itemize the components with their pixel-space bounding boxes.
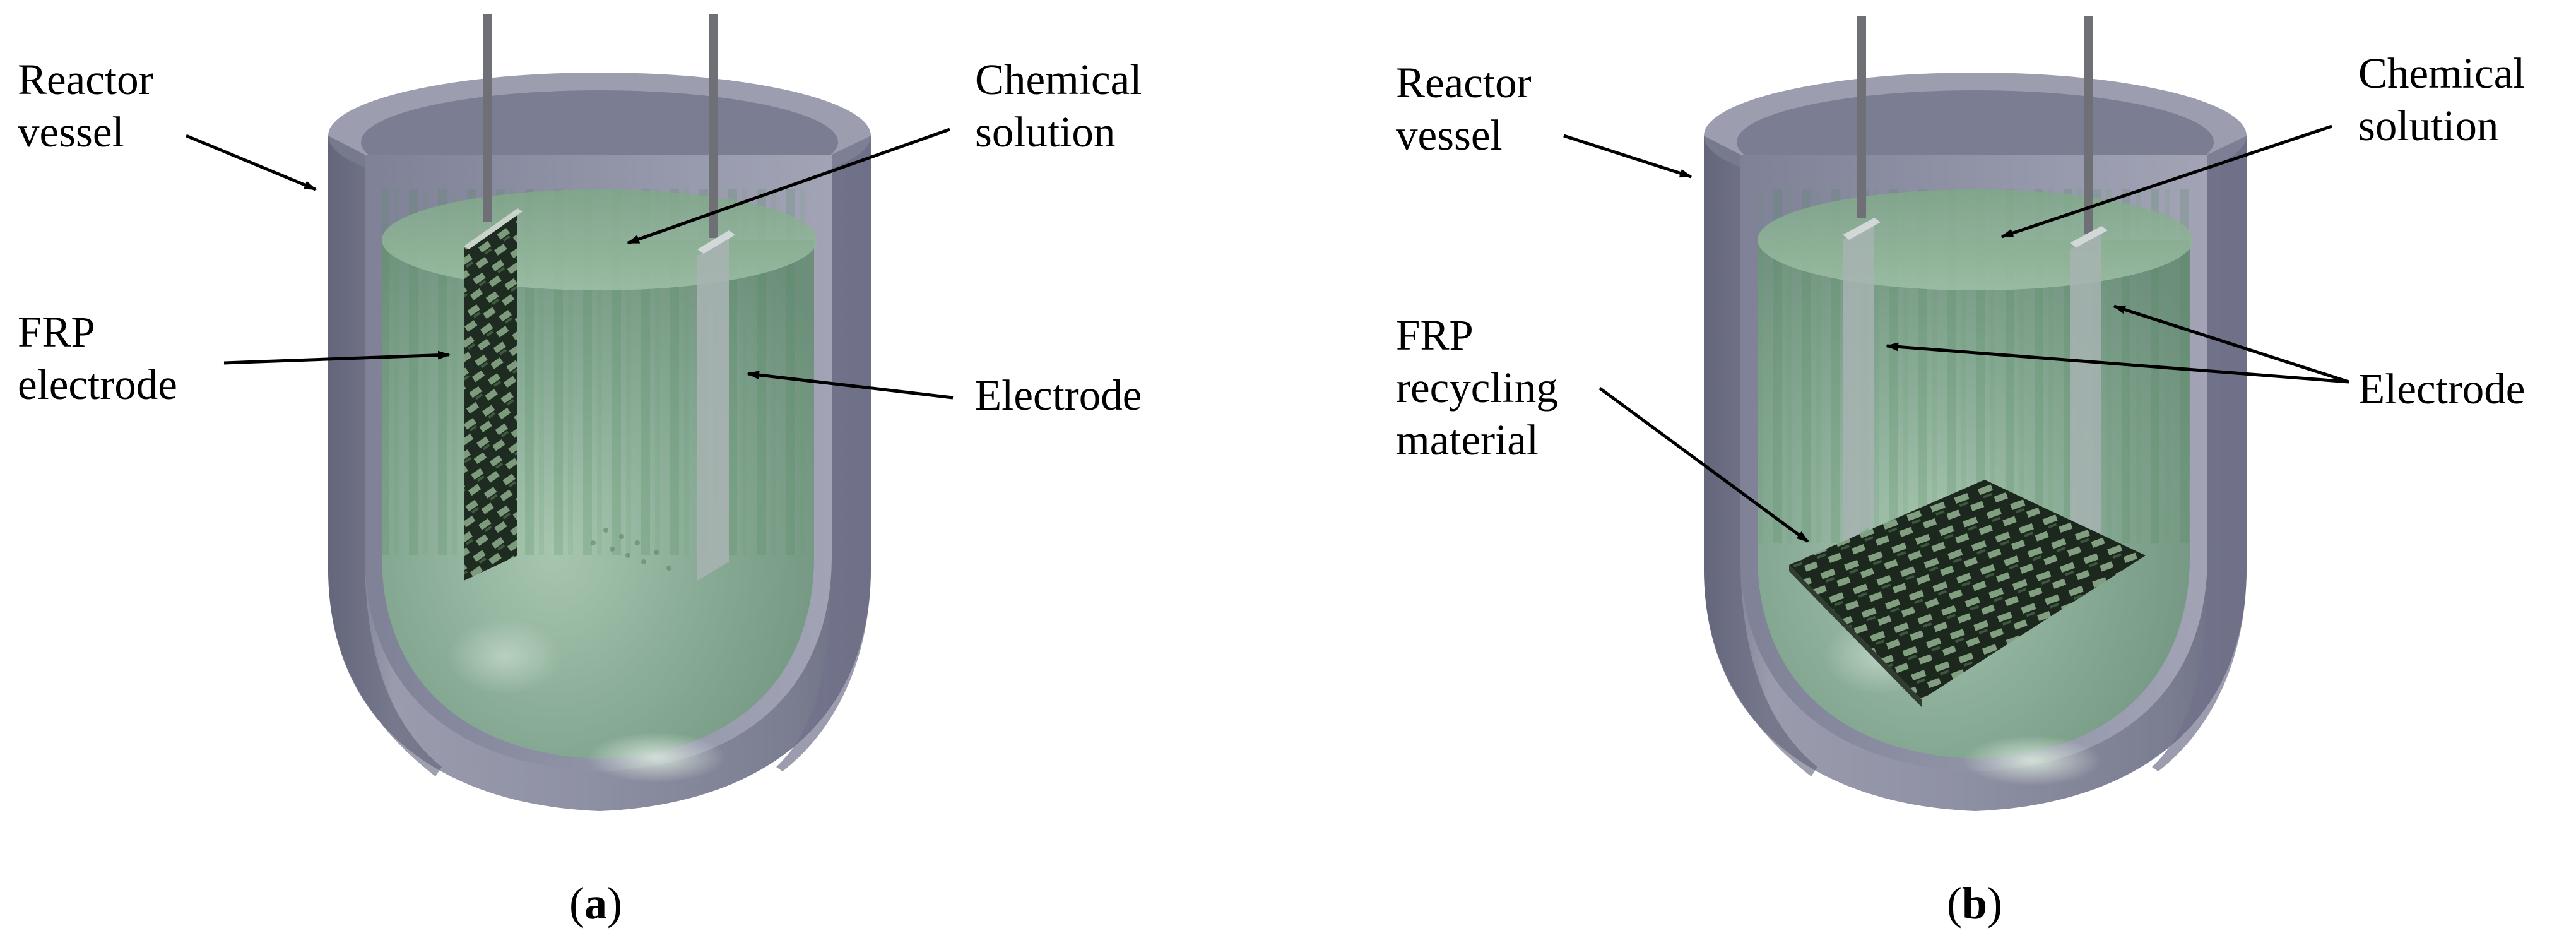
frp-recycling-material-b <box>1789 480 2146 699</box>
panel-a <box>186 14 954 811</box>
label-frp-recycling-material-b: FRP recycling material <box>1396 311 1558 464</box>
electrode-rod-left-a <box>483 14 492 222</box>
label-chemical-solution-a: Chemical solution <box>975 56 1142 156</box>
liquid-surface-b <box>1758 189 2193 290</box>
arrow-electrode-right-b <box>2113 304 2349 384</box>
caption-a: (a) <box>569 878 622 929</box>
panel-b <box>1563 16 2349 811</box>
electrode-rod-right-a <box>709 14 718 238</box>
arrow-frp-recycling-b <box>1598 386 1809 543</box>
arrow-frp-electrode-a <box>223 350 451 365</box>
label-electrode-a: Electrode <box>975 371 1142 419</box>
label-reactor-vessel-b: Reactor vessel <box>1396 59 1532 159</box>
electrode-plate-right-b <box>2070 232 2101 559</box>
arrow-reactor-vessel-b <box>1563 134 1693 179</box>
arrow-electrode-left-b <box>1886 342 2349 384</box>
arrow-chemical-solution-b <box>2000 124 2332 239</box>
electrode-rod-right-b <box>2084 16 2093 234</box>
caption-b: (b) <box>1947 878 2003 929</box>
frp-electrode-a <box>464 208 517 581</box>
label-frp-electrode-a: FRP electrode <box>18 308 177 408</box>
liquid-surface-a <box>382 189 817 290</box>
arrow-electrode-a <box>747 371 954 400</box>
bubbles-a <box>591 528 671 571</box>
label-electrode-b: Electrode <box>2358 365 2526 413</box>
arrow-reactor-vessel-a <box>186 134 317 191</box>
electrode-plate-left-b <box>1843 224 1874 543</box>
label-chemical-solution-b: Chemical solution <box>2358 49 2526 150</box>
electrode-plate-a <box>697 237 729 581</box>
label-reactor-vessel-a: Reactor vessel <box>18 56 153 156</box>
electrode-rod-left-b <box>1857 16 1866 218</box>
arrow-chemical-solution-a <box>627 128 950 245</box>
